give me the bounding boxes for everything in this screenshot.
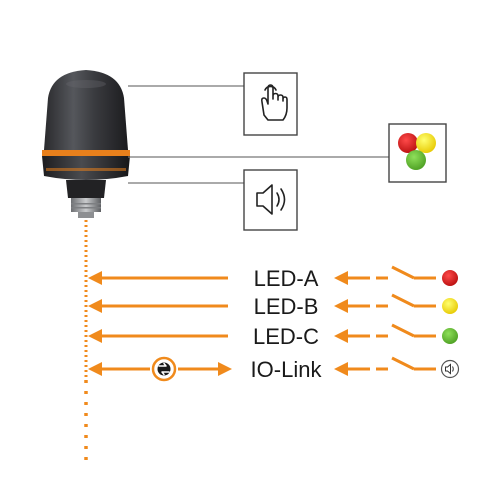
hand-pointer-icon — [260, 84, 288, 121]
arrow-left-icon — [334, 271, 348, 285]
io-link-symbol-icon — [151, 356, 177, 382]
lamp-dome — [44, 70, 128, 150]
signal-label-led-c: LED-C — [253, 324, 319, 349]
arrow-left-icon — [88, 329, 102, 343]
arrow-left-icon — [88, 362, 102, 376]
buzzer-icon — [440, 359, 460, 379]
arrow-left-icon — [334, 362, 348, 376]
feature-connector-lines — [128, 85, 389, 184]
signal-label-led-a: LED-A — [254, 266, 319, 291]
arrow-left-icon — [334, 329, 348, 343]
arrow-left-icon — [88, 271, 102, 285]
mounting-nut — [66, 180, 106, 198]
arrow-left-icon — [88, 299, 102, 313]
arrow-left-icon — [334, 299, 348, 313]
m12-connector — [71, 198, 101, 212]
arrow-heads — [88, 271, 348, 376]
speaker-icon — [256, 184, 286, 215]
feature-box-sound — [243, 169, 298, 231]
green-dot-icon — [442, 328, 458, 344]
wiring — [84, 220, 436, 462]
feature-box-colors — [388, 123, 447, 183]
red-dot-icon — [442, 270, 458, 286]
signal-label-io-link: IO-Link — [251, 357, 323, 382]
feature-box-touch — [243, 72, 298, 136]
traffic-light-colors-icon — [398, 133, 436, 170]
arrow-right-icon — [218, 362, 232, 376]
signal-label-led-b: LED-B — [254, 294, 319, 319]
signal-lamp-device — [42, 70, 130, 218]
yellow-dot-icon — [442, 298, 458, 314]
lamp-orange-ring — [42, 150, 130, 156]
